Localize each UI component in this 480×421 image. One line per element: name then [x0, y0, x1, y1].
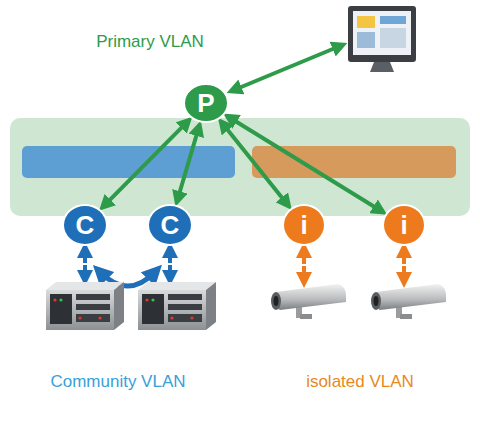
server-icon [138, 282, 216, 330]
isolated-port: i [282, 204, 326, 246]
vlan-label: Community VLAN [50, 372, 185, 392]
community-port: C [62, 204, 108, 246]
community-port: C [147, 204, 193, 246]
community-band [22, 146, 235, 178]
monitor-icon [348, 6, 416, 72]
vlan-label: isolated VLAN [306, 372, 414, 392]
camera-icon [371, 284, 446, 319]
primary-band [10, 118, 470, 216]
port-letter: C [76, 212, 95, 238]
vlan-label: Primary VLAN [96, 32, 204, 52]
monitor-arrow [234, 46, 340, 90]
isolated-port: i [382, 204, 426, 246]
vlan-link [105, 122, 187, 205]
server-icon [46, 282, 124, 330]
camera-icon [271, 284, 346, 319]
port-letter: i [400, 212, 407, 238]
port-letter: P [197, 90, 214, 116]
primary-port: P [183, 83, 229, 123]
vlan-link [230, 118, 381, 211]
port-letter: C [161, 212, 180, 238]
vlan-link [223, 124, 287, 204]
vlan-link [178, 128, 199, 199]
port-letter: i [300, 212, 307, 238]
